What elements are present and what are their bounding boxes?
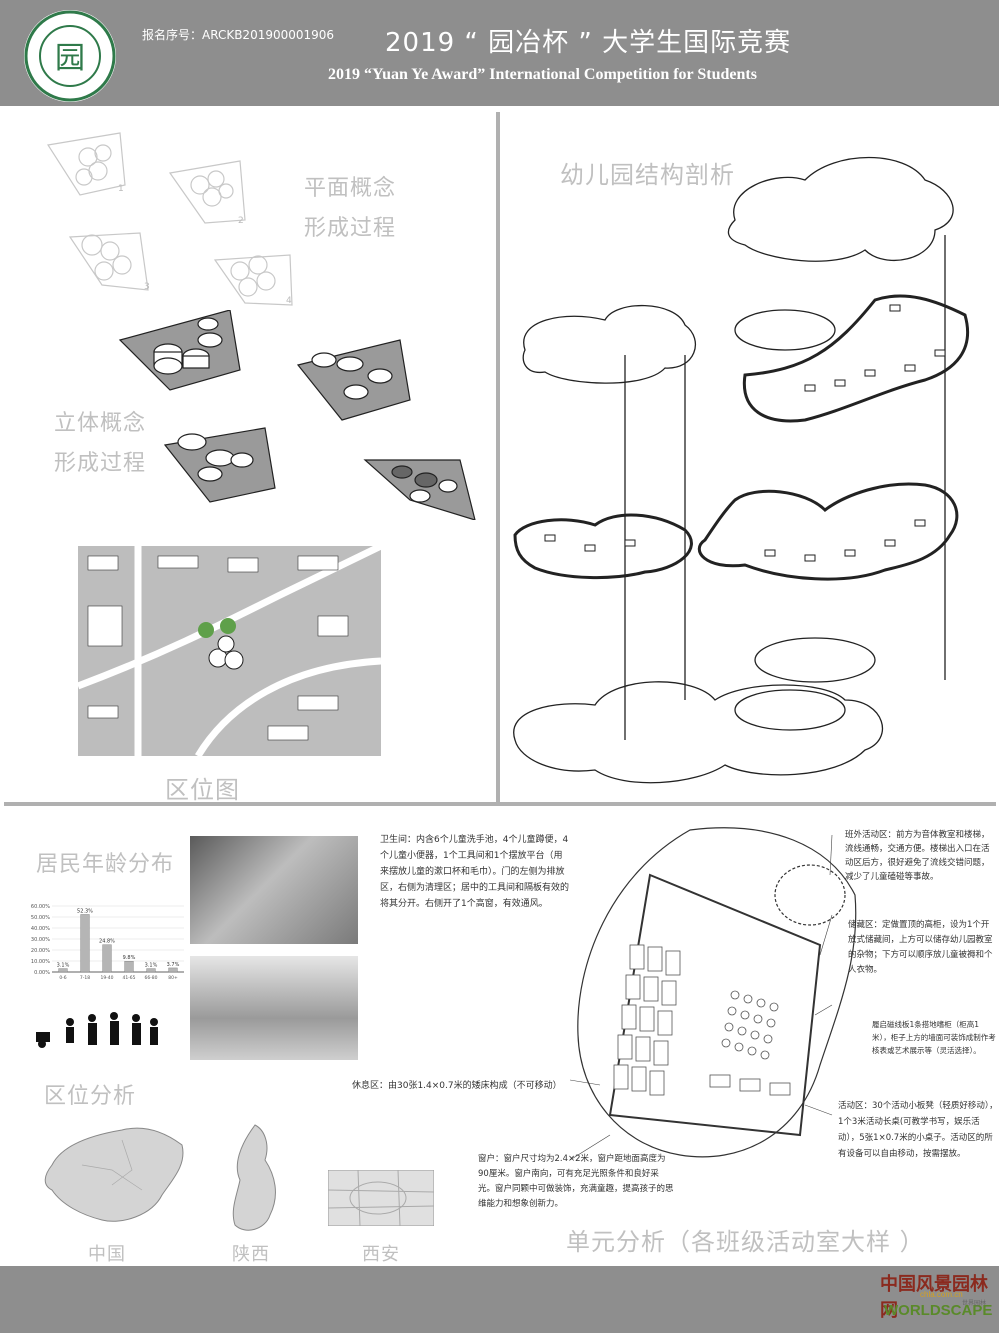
category-label: 7-18 (80, 975, 90, 981)
plan-concept-sketches: 1 2 3 4 (47, 132, 293, 306)
age-distribution-chart: 60.00% 50.00% 40.00% 30.00% 20.00% 10.00% 0.00… (31, 904, 184, 981)
watermark-en-sub: 世界园林 (962, 1300, 987, 1307)
watermark-sub: chla.com.cn (920, 1290, 963, 1299)
logo-char: 园 (55, 41, 85, 76)
category-label: 66-80 (144, 975, 157, 981)
watermark-cn: 中国风景园林网 (880, 1274, 988, 1321)
data-label: 3.1% (145, 963, 158, 969)
unit-plan-drawing (570, 827, 857, 1161)
data-label: 9.8% (123, 955, 136, 961)
step-2: 2 (238, 216, 244, 226)
bar (124, 961, 134, 973)
note-window: 窗户：窗户尺寸均为2.4×2米，窗户距地面高度为90厘米。窗户南向，可有充足光照… (478, 1154, 674, 1209)
label-china: 中国 (88, 1244, 126, 1265)
bar (58, 968, 68, 973)
structure-exploded-diagram (513, 156, 970, 784)
registration-number: 报名序号：ARCKB201900001906 (142, 28, 335, 42)
y-tick-label: 30.00% (31, 937, 50, 943)
note-board: 履启磁线板1条搭地嗜柜（柜高1米），柜子上方的墙面可装饰成制作考核表或艺术展示等… (872, 1020, 996, 1055)
step-3: 3 (144, 282, 150, 292)
bar (102, 944, 112, 973)
header-bar (0, 0, 999, 106)
bar (80, 914, 90, 973)
y-tick-label: 10.00% (31, 959, 50, 965)
label-unit-analysis: 单元分析（各班级活动室大样 ） (566, 1228, 925, 1256)
category-label: 0-6 (59, 975, 66, 981)
category-label: 19-40 (100, 975, 113, 981)
data-label: 52.3% (77, 908, 93, 914)
page-title-cn: 2019 “ 园冶杯 ” 大学生国际竞赛 (385, 28, 792, 58)
label-age-distribution: 居民年龄分布 (36, 852, 175, 877)
note-toilet: 卫生间：内含6个儿童洗手池，4个儿童蹲便，4个儿童小便器，1个工具间和1个摆放平… (380, 835, 570, 909)
note-activity: 活动区：30个活动小板凳（轻质好移动），1个3米活动长桌(可教学书写，娱乐活动）… (838, 1101, 998, 1159)
y-tick-label: 60.00% (31, 904, 50, 910)
vertical-divider (496, 112, 500, 802)
label-location-analysis: 区位分析 (44, 1084, 137, 1109)
label-location-map: 区位图 (165, 776, 240, 804)
label-solid-concept-1: 立体概念 (54, 411, 147, 436)
solid-concept-models (118, 310, 476, 520)
family-photo-2 (190, 956, 358, 1060)
page-title-en: 2019 “Yuan Ye Award” International Compe… (328, 66, 757, 83)
label-xian: 西安 (362, 1244, 400, 1265)
location-map-image (78, 546, 381, 756)
step-1: 1 (118, 184, 124, 194)
label-plan-concept-1: 平面概念 (304, 176, 397, 201)
data-label: 3.7% (167, 962, 180, 968)
label-plan-concept-2: 形成过程 (304, 216, 397, 241)
y-tick-label: 50.00% (31, 915, 50, 921)
category-label: 41-65 (122, 975, 135, 981)
china-map (44, 1127, 184, 1222)
xian-map (328, 1170, 434, 1226)
note-storage: 储藏区：定做置顶的高柜，设为1个开放式储藏间，上方可以储存幼儿园教室的杂物；下方… (848, 920, 993, 975)
label-solid-concept-2: 形成过程 (54, 451, 147, 476)
bar (168, 967, 178, 973)
footer-bar (0, 1266, 999, 1333)
data-label: 3.1% (57, 963, 70, 969)
label-shaanxi: 陕西 (232, 1244, 270, 1265)
y-tick-label: 20.00% (31, 948, 50, 954)
horizontal-divider (4, 802, 996, 806)
data-label: 24.8% (99, 939, 115, 945)
y-tick-label: 40.00% (31, 926, 50, 932)
category-label: 80+ (168, 975, 178, 981)
watermark-en: WORLDSCAPE (884, 1302, 993, 1319)
label-structure: 幼儿园结构剖析 (560, 161, 735, 189)
age-silhouettes (36, 1012, 158, 1048)
note-entry: 班外活动区：前方为音体教室和楼梯，流线通畅，交通方便。楼梯出入口在活动区后方，很… (845, 830, 990, 882)
note-rest: 休息区：由30张1.4×0.7米的矮床构成（不可移动） (352, 1081, 562, 1091)
logo-seal-icon: 园 (24, 10, 116, 102)
y-tick-label: 0.00% (34, 970, 50, 976)
step-4: 4 (286, 296, 292, 306)
family-photo-1 (190, 836, 358, 944)
bar (146, 968, 156, 973)
competition-logo: 园 (24, 10, 116, 102)
shaanxi-map (232, 1124, 276, 1231)
